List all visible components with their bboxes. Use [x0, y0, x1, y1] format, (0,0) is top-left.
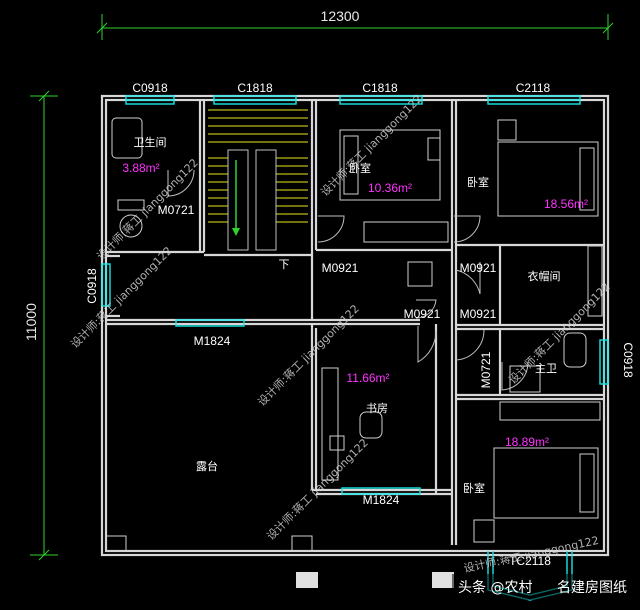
area-bedroom-bottom: 18.89m²: [505, 435, 549, 449]
window-c0918-top: [125, 95, 175, 105]
label-c2118-top: C2118: [516, 81, 551, 95]
footer-brand: 名建房图纸: [557, 580, 627, 596]
room-study: 书房: [366, 402, 388, 415]
bed-icon-right: [497, 141, 599, 217]
area-bedroom-right: 18.56m²: [544, 197, 588, 211]
area-bathroom: 3.88m²: [122, 161, 159, 175]
label-c1818-right: C1818: [362, 81, 398, 95]
room-terrace: 露台: [196, 459, 218, 473]
door-bathroom: [167, 169, 195, 197]
window-c1818-left: [213, 95, 297, 105]
interior-walls: [106, 100, 604, 545]
wardrobe-master: [499, 401, 601, 421]
window-c1818-right: [339, 95, 423, 105]
room-bedroom-mid: 卧室: [349, 161, 371, 175]
door-master: [455, 329, 485, 361]
door-master-bath: [501, 361, 529, 391]
room-names: 卫生间 卧室 卧室 衣帽间 主卫 书房 露台 卧室 下: [134, 135, 561, 495]
label-m0921-d: M0921: [460, 307, 497, 321]
window-m1824-bottom: [341, 487, 421, 495]
wardrobe-mid: [363, 221, 449, 243]
bed-icon-master: [493, 447, 599, 519]
window-m1824-top: [175, 319, 245, 327]
left-height-label: 11000: [23, 303, 39, 341]
staircase[interactable]: [208, 109, 308, 251]
top-dimension: 12300: [96, 8, 614, 40]
label-m0721-left: M0721: [158, 203, 195, 217]
chair-icon: [359, 411, 383, 439]
door-study: [417, 326, 437, 363]
wardrobe-closet: [587, 245, 603, 317]
window-c0918-left: [101, 263, 111, 307]
shower-icon: [509, 365, 541, 393]
label-tc2118: TC2118: [509, 554, 551, 568]
stair-down-label: 下: [279, 258, 290, 271]
room-bedroom-bottom: 卧室: [463, 481, 485, 495]
room-bathroom: 卫生间: [134, 135, 167, 149]
window-c2118-top: [487, 95, 581, 105]
door-bedroom-right: [453, 215, 481, 243]
watermark-5: 设计师:蒋工 jianggong122: [506, 280, 613, 387]
bathtub-icon: [111, 117, 143, 159]
label-m0921-a: M0921: [322, 261, 359, 275]
storage-icon: [407, 261, 433, 287]
toilet-icon: [119, 214, 143, 238]
door-bedroom-mid: [317, 215, 345, 243]
sink-icon: [563, 332, 587, 368]
label-m1824-top: M1824: [194, 334, 231, 348]
label-c1818-left: C1818: [237, 81, 273, 95]
furniture: [105, 117, 603, 588]
room-master-bath: 主卫: [535, 362, 557, 375]
stair-treads: [208, 109, 308, 223]
doors: [167, 169, 529, 391]
watermark-4: 设计师:蒋工 jianggong122: [255, 302, 362, 409]
label-c0918-left: C0918: [85, 268, 99, 304]
window-labels: C0918 C1818 C1818 C2118 C0918 C0918 M182…: [85, 81, 635, 568]
label-c0918-right: C0918: [621, 342, 635, 378]
top-width-label: 12300: [321, 8, 360, 24]
label-c0918-top: C0918: [132, 81, 168, 95]
label-m0921-c: M0921: [404, 307, 441, 321]
label-m0921-b: M0921: [460, 261, 497, 275]
room-areas: 3.88m² 10.36m² 18.56m² 11.66m² 18.89m²: [122, 161, 588, 449]
area-bedroom-mid: 10.36m²: [368, 181, 412, 195]
footer-overlay: 头条 @农村 名建房图纸: [452, 574, 634, 600]
left-dimension: 11000: [23, 90, 58, 561]
room-bedroom-right: 卧室: [467, 175, 489, 189]
footer-source: 头条 @农村: [458, 579, 532, 596]
label-m1824-bottom: M1824: [363, 493, 400, 507]
room-closet: 衣帽间: [528, 269, 561, 283]
arrow-down-icon: [232, 228, 240, 236]
area-study: 11.66m²: [346, 371, 389, 385]
window-c0918-right: [599, 339, 609, 385]
desk-icon: [321, 367, 339, 481]
door-terrace: [415, 299, 437, 319]
terrace-step-right: [432, 572, 454, 588]
terrace-step-left: [296, 572, 318, 588]
door-labels: M0721 M0921 M0921 M0921 M0921 M0721: [158, 203, 497, 388]
bed-icon-mid: [339, 129, 441, 201]
door-closet: [455, 262, 481, 295]
label-m0721-right: M0721: [479, 351, 493, 388]
